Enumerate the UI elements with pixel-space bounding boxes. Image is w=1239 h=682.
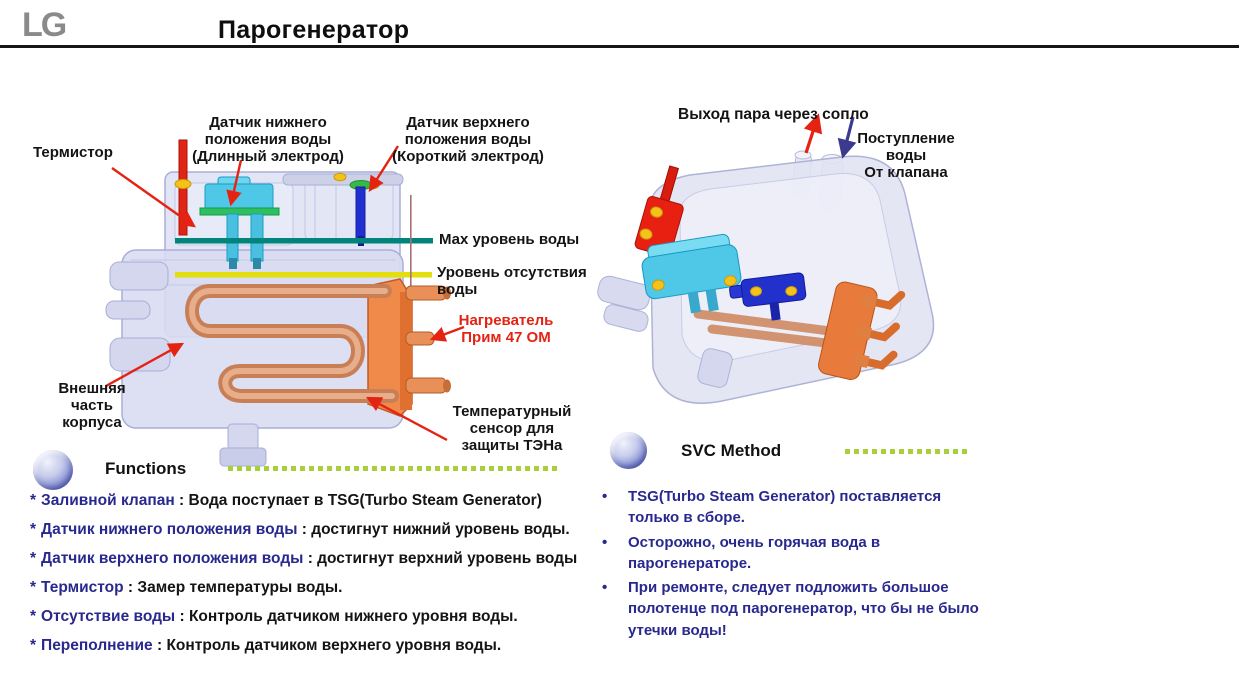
item-bullet: *	[30, 637, 37, 654]
heater-element	[185, 284, 399, 403]
list-item: *Переполнение : Контроль датчиком верхне…	[30, 637, 502, 654]
steam-generator-iso-view	[597, 113, 935, 404]
item-bullet: •	[602, 488, 608, 505]
cyan-sensor-block	[641, 233, 742, 314]
header-divider	[0, 45, 1239, 48]
list-item: *Отсутствие воды : Контроль датчиком ниж…	[30, 608, 518, 625]
steam-out-label: Выход пара через сопло	[678, 106, 869, 123]
sphere-bullet-icon	[610, 432, 647, 469]
heater-plate-iso	[818, 281, 906, 380]
max-water-level-line	[175, 238, 433, 244]
no-water-level-line	[175, 272, 432, 278]
no-water-level-label: Уровень отсутствия воды	[437, 264, 587, 298]
arrow-upper-sensor	[368, 145, 400, 192]
thermistor-part	[634, 165, 684, 257]
dotted-separator	[845, 449, 968, 454]
lg-logo: LG	[22, 6, 67, 44]
arrow-outer-case	[105, 342, 185, 388]
arrow-lower-sensor	[226, 159, 243, 207]
list-item: •Осторожно, очень горячая вода в пароген…	[602, 532, 984, 575]
functions-header: Functions	[105, 459, 187, 478]
svc-method-header: SVC Method	[681, 441, 782, 460]
arrow-heater	[429, 325, 465, 342]
item-bullet: *	[30, 550, 37, 567]
list-item: *Датчик верхнего положения воды : достиг…	[30, 550, 578, 567]
sphere-bullet-icon	[33, 450, 73, 490]
item-bullet: *	[30, 521, 37, 538]
arrow-temp-sensor	[365, 396, 448, 442]
item-bullet: *	[30, 608, 37, 625]
page-title: Парогенератор	[218, 16, 410, 44]
list-item: *Заливной клапан : Вода поступает в TSG(…	[30, 492, 542, 509]
list-item: *Датчик нижнего положения воды : достигн…	[30, 521, 570, 538]
upper-sensor-label: Датчик верхнего положения воды (Короткий…	[392, 114, 544, 165]
temp-sensor-label: Температурный сенсор для защиты ТЭНа	[452, 403, 572, 454]
dotted-separator	[228, 466, 561, 471]
thermistor-rod	[174, 139, 192, 236]
heater-label: Нагреватель Прим 47 ОМ	[458, 312, 554, 346]
heater-plate	[367, 278, 451, 417]
outer-case-label: Внешняя часть корпуса	[58, 380, 126, 431]
steam-generator-side-view	[105, 139, 465, 467]
lower-sensor-label: Датчик нижнего положения воды (Длинный э…	[192, 114, 344, 165]
thermistor-label: Термистор	[33, 144, 113, 161]
drain-stub-iso	[697, 348, 733, 388]
list-item: •При ремонте, следует подложить большое …	[602, 577, 984, 641]
arrow-steam-out	[803, 113, 823, 154]
item-bullet: *	[30, 492, 37, 509]
item-bullet: •	[602, 579, 608, 597]
drain-stub	[227, 423, 259, 451]
item-bullet: •	[602, 533, 608, 551]
pointer-line	[410, 195, 412, 363]
arrow-thermistor	[111, 167, 196, 228]
max-level-label: Мах уровень воды	[439, 231, 580, 248]
arrow-water-in	[837, 116, 857, 159]
functions-list: *Заливной клапан : Вода поступает в TSG(…	[30, 492, 577, 666]
water-in-label: Поступление воды От клапана	[857, 130, 955, 181]
callout-arrows	[105, 145, 465, 442]
item-bullet: *	[30, 579, 37, 596]
list-item: *Термистор : Замер температуры воды.	[30, 579, 343, 596]
svc-method-list: •TSG(Turbo Steam Generator) поставляется…	[602, 486, 984, 644]
list-item: •TSG(Turbo Steam Generator) поставляется…	[602, 486, 984, 529]
blue-sensor-block	[729, 272, 807, 321]
